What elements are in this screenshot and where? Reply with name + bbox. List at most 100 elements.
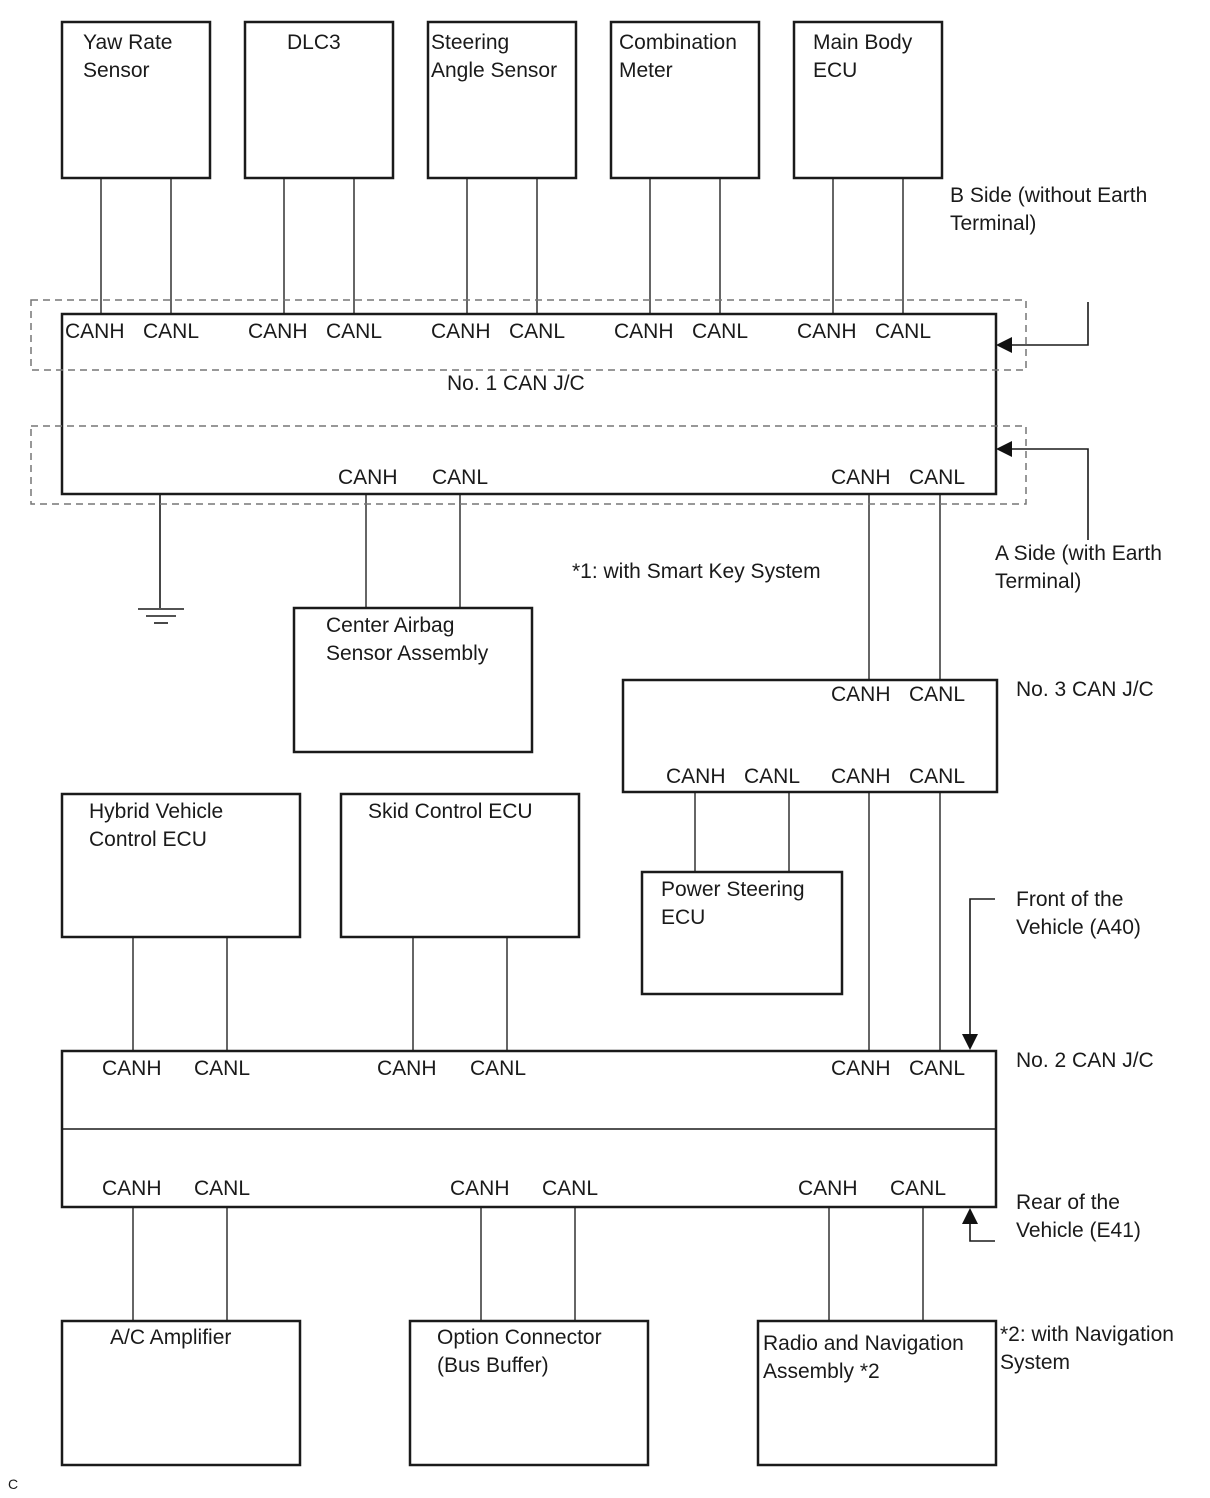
ecu-label-line: A/C Amplifier [110, 1326, 231, 1349]
pin-canl: CANL [909, 466, 965, 489]
pin-canl: CANL [909, 683, 965, 706]
figure-code: C [8, 1476, 18, 1492]
pin-canh: CANH [102, 1057, 162, 1080]
navigation-note: *2: with Navigation System [1000, 1323, 1174, 1374]
ecu-label-line: (Bus Buffer) [437, 1354, 549, 1377]
arrow-icon [996, 441, 1012, 457]
pin-canh: CANH [450, 1177, 510, 1200]
ecu-radio-navigation: Radio and Navigation Assembly *2 [756, 1319, 998, 1467]
no1-jc-label: No. 1 CAN J/C [447, 372, 585, 395]
rear-label-line: Vehicle (E41) [1016, 1219, 1141, 1242]
pin-canl: CANL [875, 320, 931, 343]
pin-canl: CANL [470, 1057, 526, 1080]
ecu-label-line: Assembly *2 [763, 1360, 880, 1383]
ecu-label-line: Radio and Navigation [763, 1332, 964, 1355]
pin-canh: CANH [431, 320, 491, 343]
b-side-leader-line [1010, 302, 1089, 346]
pin-canh: CANH [65, 320, 125, 343]
ecu-label-line: Option Connector [437, 1326, 602, 1349]
pin-canh: CANH [798, 1177, 858, 1200]
pin-canl: CANL [432, 466, 488, 489]
pin-canl: CANL [143, 320, 199, 343]
ground-icon [138, 608, 184, 624]
ecu-yaw-rate-sensor: Yaw Rate Sensor [60, 20, 212, 180]
ecu-ac-amplifier: A/C Amplifier [60, 1319, 302, 1467]
ecu-label-line: Hybrid Vehicle [89, 800, 223, 823]
b-side-callout: B Side (without Earth Terminal) [950, 184, 1147, 235]
ecu-label-line: Sensor [83, 59, 150, 82]
ecu-label-line: Steering [431, 31, 509, 54]
pin-canl: CANL [890, 1177, 946, 1200]
pin-canh: CANH [338, 466, 398, 489]
junction-connector-no3: CANH CANL CANH CANL CANH CANL [621, 678, 999, 794]
ecu-label-line: DLC3 [287, 31, 341, 54]
wires [100, 178, 941, 1321]
pin-canh: CANH [831, 765, 891, 788]
ecu-main-body: Main Body ECU [792, 20, 944, 180]
junction-connector-no2: CANH CANL CANH CANL CANH CANL CANH CANL … [60, 1049, 998, 1209]
no2-jc-label: No. 2 CAN J/C [1016, 1049, 1154, 1072]
ecu-label-line: Control ECU [89, 828, 207, 851]
pin-canh: CANH [102, 1177, 162, 1200]
pin-canh: CANH [831, 683, 891, 706]
a-side-label-line: A Side (with Earth [995, 542, 1162, 565]
b-side-label-line: Terminal) [950, 212, 1036, 235]
pin-canl: CANL [909, 1057, 965, 1080]
side-arrows [996, 302, 1089, 540]
front-of-vehicle-callout: Front of the Vehicle (A40) [962, 888, 1141, 1050]
pin-canh: CANH [377, 1057, 437, 1080]
pin-canh: CANH [831, 1057, 891, 1080]
ecu-option-connector: Option Connector (Bus Buffer) [408, 1319, 650, 1467]
ecu-label-line: Combination [619, 31, 737, 54]
pin-canl: CANL [909, 765, 965, 788]
rear-leader-line [969, 1222, 995, 1242]
navigation-note-line: *2: with Navigation [1000, 1323, 1174, 1346]
ecu-label-line: ECU [661, 906, 705, 929]
smart-key-note: *1: with Smart Key System [572, 560, 821, 583]
rear-of-vehicle-callout: Rear of the Vehicle (E41) [962, 1191, 1141, 1242]
pin-canl: CANL [326, 320, 382, 343]
ecu-label-line: Power Steering [661, 878, 805, 901]
navigation-note-line: System [1000, 1351, 1070, 1374]
pin-canl: CANL [744, 765, 800, 788]
ecu-dlc3: DLC3 [243, 20, 395, 180]
a-side-label-line: Terminal) [995, 570, 1081, 593]
ecu-label-line: Meter [619, 59, 673, 82]
ecu-skid-control: Skid Control ECU [339, 792, 581, 939]
no3-jc-label: No. 3 CAN J/C [1016, 678, 1154, 701]
rear-label-line: Rear of the [1016, 1191, 1120, 1214]
b-side-dashed-outline [30, 299, 1027, 371]
ecu-label-line: Main Body [813, 31, 913, 54]
ecu-label-line: Angle Sensor [431, 59, 557, 82]
a-side-callout: A Side (with Earth Terminal) [995, 542, 1162, 593]
arrow-icon [962, 1034, 978, 1050]
ecu-label-line: Yaw Rate [83, 31, 173, 54]
b-side-label-line: B Side (without Earth [950, 184, 1147, 207]
ecu-label-line: ECU [813, 59, 857, 82]
pin-canh: CANH [614, 320, 674, 343]
pin-canl: CANL [692, 320, 748, 343]
pin-canh: CANH [248, 320, 308, 343]
front-leader-line [969, 898, 995, 1036]
arrow-icon [962, 1208, 978, 1224]
front-label-line: Front of the [1016, 888, 1123, 911]
arrow-icon [996, 337, 1012, 353]
pin-canl: CANL [509, 320, 565, 343]
ecu-hybrid-vehicle-control: Hybrid Vehicle Control ECU [60, 792, 302, 939]
ecu-combination-meter: Combination Meter [609, 20, 761, 180]
ecu-steering-angle-sensor: Steering Angle Sensor [426, 20, 578, 180]
ecu-power-steering: Power Steering ECU [640, 870, 844, 996]
pin-canh: CANH [831, 466, 891, 489]
pin-canh: CANH [666, 765, 726, 788]
pin-canl: CANL [542, 1177, 598, 1200]
junction-connector-no1: CANH CANL CANH CANL CANH CANL CANH CANL … [30, 299, 1027, 505]
ecu-label-line: Sensor Assembly [326, 642, 489, 665]
ecu-center-airbag-sensor: Center Airbag Sensor Assembly [292, 606, 534, 754]
ecu-label-line: Center Airbag [326, 614, 454, 637]
front-label-line: Vehicle (A40) [1016, 916, 1141, 939]
ecu-label-line: Skid Control ECU [368, 800, 533, 823]
a-side-dashed-outline [30, 425, 1027, 505]
pin-canh: CANH [797, 320, 857, 343]
pin-canl: CANL [194, 1057, 250, 1080]
